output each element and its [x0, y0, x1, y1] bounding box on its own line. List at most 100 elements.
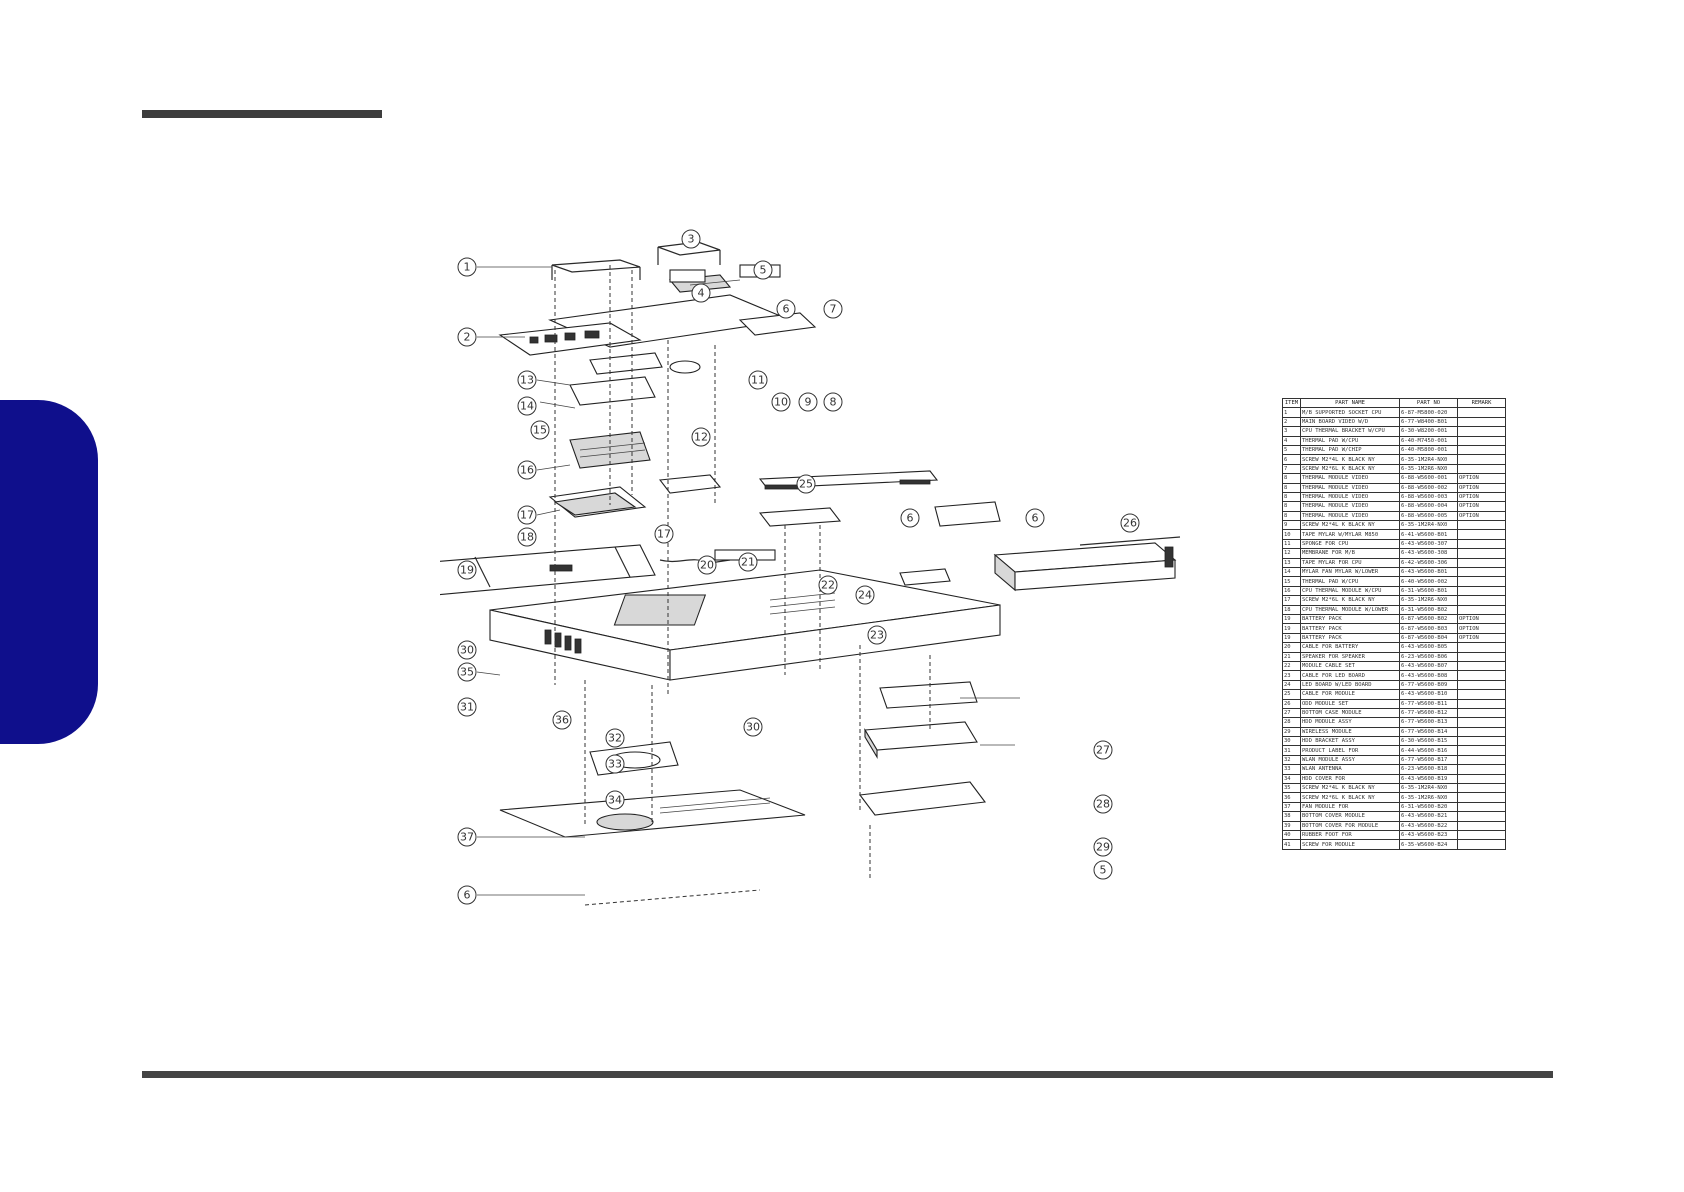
cell-item: 6: [1282, 454, 1301, 465]
callout-label: 7: [830, 303, 837, 316]
cell-item: 29: [1282, 726, 1301, 738]
cell-item: 18: [1282, 604, 1301, 616]
callout-label: 4: [698, 287, 705, 300]
cell-part-name: THERMAL MODULE VIDEO: [1300, 491, 1400, 503]
cell-remark: [1457, 745, 1506, 756]
cell-remark: [1457, 604, 1506, 616]
callout-label: 25: [799, 478, 813, 491]
cell-part-no: 6-43-W5600-B22: [1399, 820, 1458, 831]
callout-label: 27: [1096, 744, 1110, 757]
cell-remark: [1457, 548, 1506, 559]
cell-remark: [1457, 820, 1506, 831]
cell-part-no: 6-35-1M2R4-NX0: [1399, 782, 1458, 794]
cell-item: 8: [1282, 482, 1301, 493]
cell-part-name: CABLE FOR LED BOARD: [1300, 670, 1400, 681]
cell-part-no: 6-30-W8200-001: [1399, 426, 1458, 437]
cell-remark: [1457, 726, 1506, 738]
cell-part-name: SPEAKER FOR SPEAKER: [1300, 651, 1400, 662]
cell-part-no: 6-43-W5600-B23: [1399, 829, 1458, 841]
cell-part-name: WIRELESS MODULE: [1300, 726, 1400, 738]
cell-part-no: 6-40-M7450-001: [1399, 435, 1458, 446]
cell-part-no: 6-77-W8400-B01: [1399, 416, 1458, 428]
cell-part-no: 6-77-W5600-B12: [1399, 707, 1458, 719]
cell-remark: [1457, 651, 1506, 662]
callout-label: 37: [460, 831, 474, 844]
callout-label: 6: [1032, 512, 1039, 525]
cell-remark: [1457, 407, 1506, 418]
cell-item: 3: [1282, 426, 1301, 437]
cell-part-name: TAPE MYLAR W/MYLAR M850: [1300, 529, 1400, 540]
mainboard-assembly: [498, 274, 817, 356]
cell-part-name: SCREW M2*6L K BLACK NY: [1300, 463, 1400, 475]
cell-remark: [1457, 520, 1506, 531]
cell-part-name: WLAN MODULE ASSY: [1300, 754, 1400, 766]
cell-remark: OPTION: [1457, 501, 1506, 512]
callout-label: 15: [533, 424, 547, 437]
cell-part-no: 6-43-W5600-B07: [1399, 660, 1458, 672]
callout-label: 8: [830, 396, 837, 409]
cell-item: 37: [1282, 801, 1301, 813]
cell-part-no: 6-88-W5600-002: [1399, 482, 1458, 493]
battery-pack: [440, 544, 656, 596]
callout-label: 6: [907, 512, 914, 525]
cpu-bracket: [551, 241, 781, 283]
cell-part-no: 6-87-W5600-B04: [1399, 632, 1458, 644]
cell-part-name: SCREW FOR MODULE: [1300, 839, 1400, 850]
cell-part-name: SCREW M2*4L K BLACK NY: [1300, 454, 1400, 465]
column-header-item: ITEM: [1282, 397, 1301, 409]
cell-part-no: 6-43-W5600-B05: [1399, 642, 1458, 653]
chapter-side-tab: [0, 400, 98, 744]
cell-part-no: 6-43-W5600-B01: [1399, 567, 1458, 578]
cell-item: 9: [1282, 520, 1301, 531]
cell-part-name: CPU THERMAL MODULE W/CPU: [1300, 585, 1400, 597]
cell-remark: [1457, 595, 1506, 606]
callout-label: 24: [858, 589, 872, 602]
callout-label: 31: [460, 701, 474, 714]
cell-remark: OPTION: [1457, 623, 1506, 634]
cell-item: 10: [1282, 529, 1301, 540]
column-header-part-name: PART NAME: [1300, 397, 1400, 409]
cell-item: 26: [1282, 698, 1301, 709]
callout-label: 21: [741, 556, 755, 569]
callout-label: 26: [1123, 517, 1137, 530]
cell-part-name: BOTTOM COVER MODULE: [1300, 811, 1400, 822]
cell-item: 33: [1282, 764, 1301, 775]
callout-label: 29: [1096, 841, 1110, 854]
cell-part-name: ODD MODULE SET: [1300, 698, 1400, 709]
cell-part-name: BATTERY PACK: [1300, 632, 1400, 644]
cell-part-name: WLAN ANTENNA: [1300, 764, 1400, 775]
callout-label: 17: [520, 509, 534, 522]
cell-part-name: HDD COVER FOR: [1300, 773, 1400, 785]
cell-part-name: THERMAL MODULE VIDEO: [1300, 510, 1400, 522]
optical-drive-module: [993, 536, 1181, 592]
callout-label: 30: [460, 644, 474, 657]
cell-part-name: TAPE MYLAR FOR CPU: [1300, 557, 1400, 569]
cell-part-name: MAIN BOARD VIDEO W/D: [1300, 416, 1400, 428]
cell-part-name: MYLAR FAN MYLAR W/LOWER: [1300, 567, 1400, 578]
cell-remark: [1457, 538, 1506, 550]
cell-remark: [1457, 839, 1506, 850]
cell-remark: [1457, 463, 1506, 475]
